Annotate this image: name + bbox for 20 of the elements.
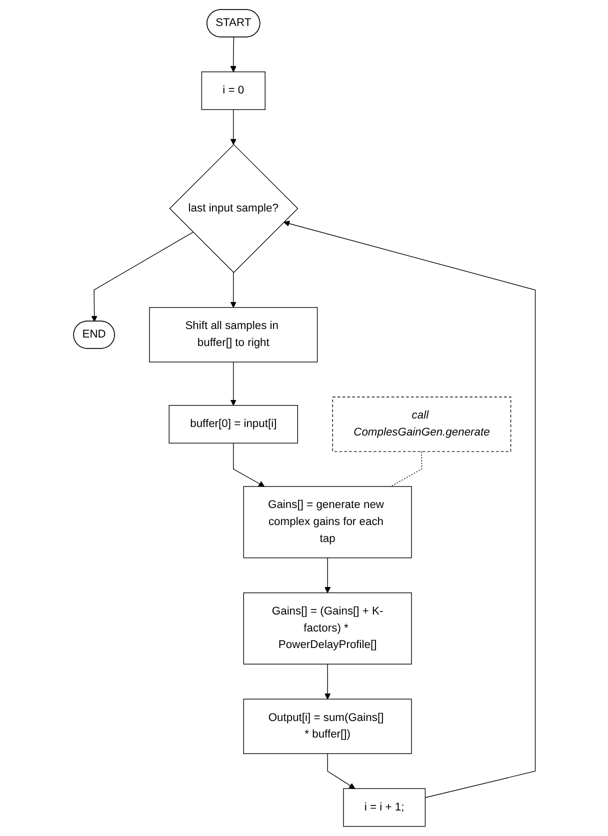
node-box: buffer[0] = input[i] bbox=[168, 405, 298, 444]
arrow bbox=[90, 232, 193, 322]
arrow bbox=[232, 442, 264, 487]
arrow bbox=[324, 664, 330, 700]
node-box: Gains[] = (Gains[] + K-factors) * PowerDelayProfile[] bbox=[242, 592, 412, 664]
arrow bbox=[230, 362, 236, 406]
node-box: Gains[] = generate new complex gains for each tap bbox=[242, 486, 412, 558]
arrow bbox=[283, 220, 536, 798]
arrow bbox=[230, 109, 236, 145]
node-box: Shift all samples in buffer[] to right bbox=[148, 307, 318, 362]
node-box: i = i + 1; bbox=[342, 788, 426, 827]
node-box: call ComplesGainGen.generate bbox=[332, 396, 511, 452]
node-diamond: last input sample? bbox=[168, 144, 298, 274]
arrow bbox=[326, 753, 355, 789]
connector bbox=[390, 451, 422, 487]
node-box: Output[i] = sum(Gains[] * buffer[]) bbox=[242, 698, 412, 754]
node-box: i = 0 bbox=[200, 72, 266, 110]
arrow bbox=[230, 36, 236, 72]
arrow bbox=[324, 558, 330, 594]
arrow bbox=[230, 272, 236, 308]
